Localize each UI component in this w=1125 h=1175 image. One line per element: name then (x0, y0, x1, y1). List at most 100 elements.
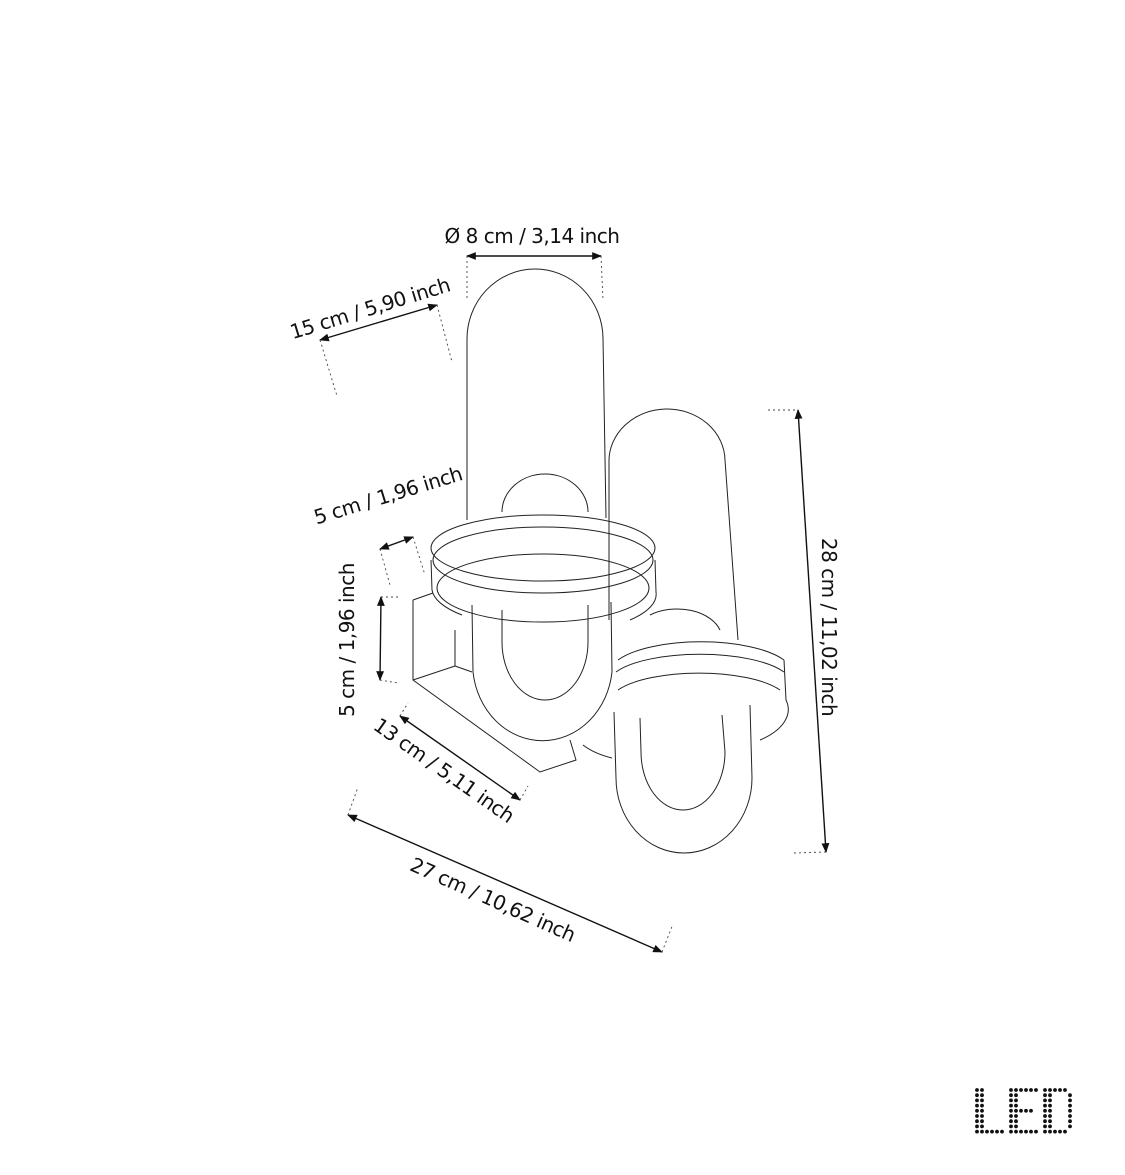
logo-dot (1009, 1114, 1013, 1118)
lamp-outline (412, 268, 789, 854)
width-label: 27 cm / 10,62 inch (407, 852, 580, 946)
tube-front (466, 268, 607, 520)
logo-dot (975, 1108, 979, 1113)
logo-dot (980, 1108, 984, 1113)
logo-dot (1014, 1114, 1018, 1118)
height-label: 28 cm / 11,02 inch (817, 538, 841, 716)
logo-dot (1024, 1129, 1028, 1134)
logo-dot (1048, 1129, 1052, 1134)
logo-dot (980, 1119, 984, 1124)
bracket-height-label: 5 cm / 1,96 inch (335, 563, 359, 717)
logo-dot (1068, 1119, 1072, 1124)
logo-dot (1014, 1103, 1018, 1108)
logo-dot (1029, 1129, 1033, 1134)
logo-dot (1043, 1093, 1047, 1098)
logo-dot (1043, 1098, 1047, 1103)
logo-dot (1043, 1129, 1047, 1134)
logo-dot (1048, 1119, 1052, 1124)
logo-dot (1068, 1098, 1072, 1103)
logo-dot (1053, 1129, 1057, 1134)
logo-dot (1024, 1088, 1028, 1092)
logo-dot (1034, 1129, 1038, 1134)
logo-dot (1014, 1119, 1018, 1124)
logo-dot (1048, 1088, 1052, 1092)
logo-dot (1068, 1124, 1072, 1129)
logo-dot (975, 1088, 979, 1092)
logo-dot (1043, 1114, 1047, 1118)
logo-dot (980, 1114, 984, 1118)
led-logo (975, 1088, 1072, 1134)
logo-dot (1043, 1103, 1047, 1108)
logo-dot (1058, 1088, 1062, 1092)
ring-front (430, 514, 657, 623)
logo-dot (975, 1103, 979, 1108)
bracket-depth-label: 5 cm / 1,96 inch (311, 461, 465, 529)
logo-dot (1014, 1088, 1018, 1092)
logo-dot (1048, 1098, 1052, 1103)
logo-dot (1009, 1093, 1013, 1098)
logo-dot (1048, 1124, 1052, 1129)
logo-dot (1068, 1114, 1072, 1118)
logo-dot (1009, 1098, 1013, 1103)
logo-dot (980, 1098, 984, 1103)
logo-dot (1043, 1119, 1047, 1124)
logo-dot (1009, 1129, 1013, 1134)
logo-dot (1019, 1129, 1023, 1134)
logo-dot (1014, 1108, 1018, 1113)
logo-dot (975, 1124, 979, 1129)
logo-dot (1019, 1108, 1023, 1113)
logo-dot (980, 1088, 984, 1092)
logo-dot (975, 1129, 979, 1134)
diffuser-rear-outer (613, 704, 753, 854)
logo-dot (1048, 1108, 1052, 1113)
logo-dot (1063, 1088, 1067, 1092)
logo-dot (1048, 1103, 1052, 1108)
logo-dot (1014, 1129, 1018, 1134)
logo-dot (1009, 1103, 1013, 1108)
logo-dot (1019, 1088, 1023, 1092)
dimension-lines (319, 252, 830, 953)
logo-dot (975, 1093, 979, 1098)
logo-dot (1029, 1108, 1033, 1113)
ring-rear (615, 641, 789, 741)
logo-dot (1068, 1093, 1072, 1098)
logo-dot (1068, 1103, 1072, 1108)
logo-dot (980, 1103, 984, 1108)
diffuser-front-inner (501, 605, 589, 701)
diffuser-rear-inner (639, 714, 726, 811)
logo-dot (980, 1124, 984, 1129)
logo-dot (1009, 1108, 1013, 1113)
logo-dot (1009, 1119, 1013, 1124)
logo-dot (1043, 1088, 1047, 1092)
logo-dot (1029, 1088, 1033, 1092)
diameter-label: Ø 8 cm / 3,14 inch (445, 224, 620, 248)
logo-dot (1009, 1124, 1013, 1129)
logo-dot (1063, 1129, 1067, 1134)
tube-rear (608, 408, 739, 641)
knob-front (501, 473, 589, 513)
rear-shade-edge (582, 744, 613, 759)
logo-dot (980, 1093, 984, 1098)
logo-dot (1014, 1124, 1018, 1129)
wall-bracket (412, 592, 577, 773)
logo-dot (1053, 1088, 1057, 1092)
logo-dot (980, 1129, 984, 1134)
logo-dot (1068, 1108, 1072, 1113)
logo-dot (985, 1129, 989, 1134)
logo-dot (1043, 1124, 1047, 1129)
logo-dot (1043, 1108, 1047, 1113)
logo-dot (975, 1119, 979, 1124)
logo-dot (995, 1129, 999, 1134)
logo-dot (1034, 1088, 1038, 1092)
logo-dot (975, 1098, 979, 1103)
logo-dot (990, 1129, 994, 1134)
knob-rear (649, 608, 721, 631)
logo-dot (1058, 1129, 1062, 1134)
logo-dot (1009, 1088, 1013, 1092)
bracket-length-label: 13 cm / 5,11 inch (369, 713, 519, 828)
logo-dot (975, 1114, 979, 1118)
logo-dot (1000, 1129, 1004, 1134)
logo-dot (1014, 1098, 1018, 1103)
